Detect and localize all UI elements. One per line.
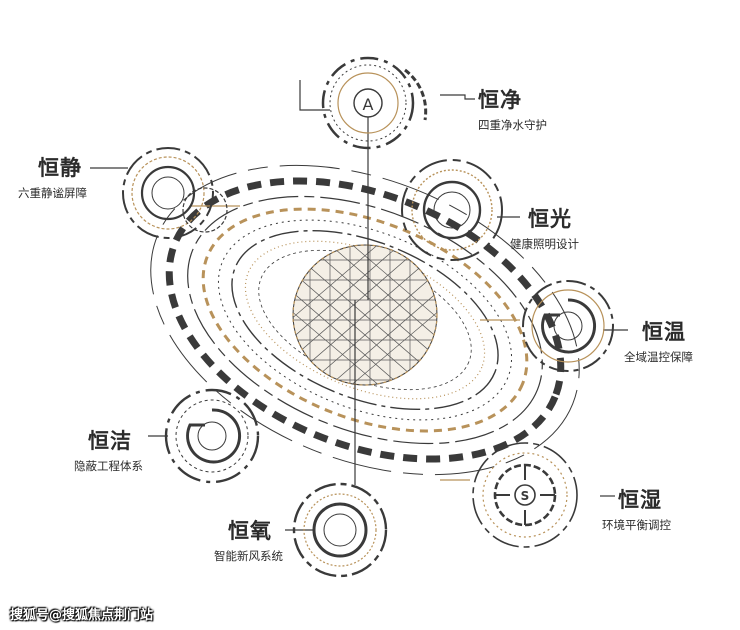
feature-subtitle: 隐蔽工程体系 xyxy=(74,459,143,473)
feature-purify: 恒净 四重净水守护 xyxy=(478,84,547,133)
feature-title: 恒洁 xyxy=(88,428,132,453)
connector-lines xyxy=(90,80,628,531)
feature-subtitle: 六重静谧屏障 xyxy=(18,186,87,200)
feature-title: 恒湿 xyxy=(618,487,662,512)
feature-subtitle: 全域温控保障 xyxy=(624,350,693,364)
feature-subtitle: 四重净水守护 xyxy=(478,118,547,132)
watermark: 搜狐号@搜狐焦点荆门站 xyxy=(10,608,154,623)
fan-icon xyxy=(541,298,597,354)
feature-temperature: 恒温 全域温控保障 xyxy=(624,316,693,365)
geodesic-sphere xyxy=(292,244,438,386)
feature-humidity: 恒湿 环境平衡调控 xyxy=(602,484,671,533)
feature-subtitle: 智能新风系统 xyxy=(214,549,283,563)
svg-text:S: S xyxy=(521,489,530,503)
module-light xyxy=(401,159,503,261)
module-purify: A xyxy=(321,56,428,150)
feature-title: 恒光 xyxy=(528,206,572,231)
feature-title: 恒净 xyxy=(478,87,522,112)
feature-title: 恒静 xyxy=(38,155,82,180)
feature-subtitle: 环境平衡调控 xyxy=(602,518,671,532)
feature-subtitle: 健康照明设计 xyxy=(510,237,579,251)
feature-title: 恒氧 xyxy=(228,518,272,543)
feature-clean: 恒洁 隐蔽工程体系 xyxy=(74,425,143,474)
letter-a-icon: A xyxy=(363,95,374,114)
feature-title: 恒温 xyxy=(642,319,686,344)
feature-quiet: 恒静 六重静谧屏障 xyxy=(18,152,87,201)
module-temperature xyxy=(522,280,614,372)
module-quiet xyxy=(122,147,228,239)
feature-light: 恒光 健康照明设计 xyxy=(510,203,579,252)
module-humidity: S xyxy=(472,442,578,548)
module-oxygen xyxy=(292,482,388,578)
module-clean xyxy=(164,388,260,484)
feature-oxygen: 恒氧 智能新风系统 xyxy=(214,515,283,564)
